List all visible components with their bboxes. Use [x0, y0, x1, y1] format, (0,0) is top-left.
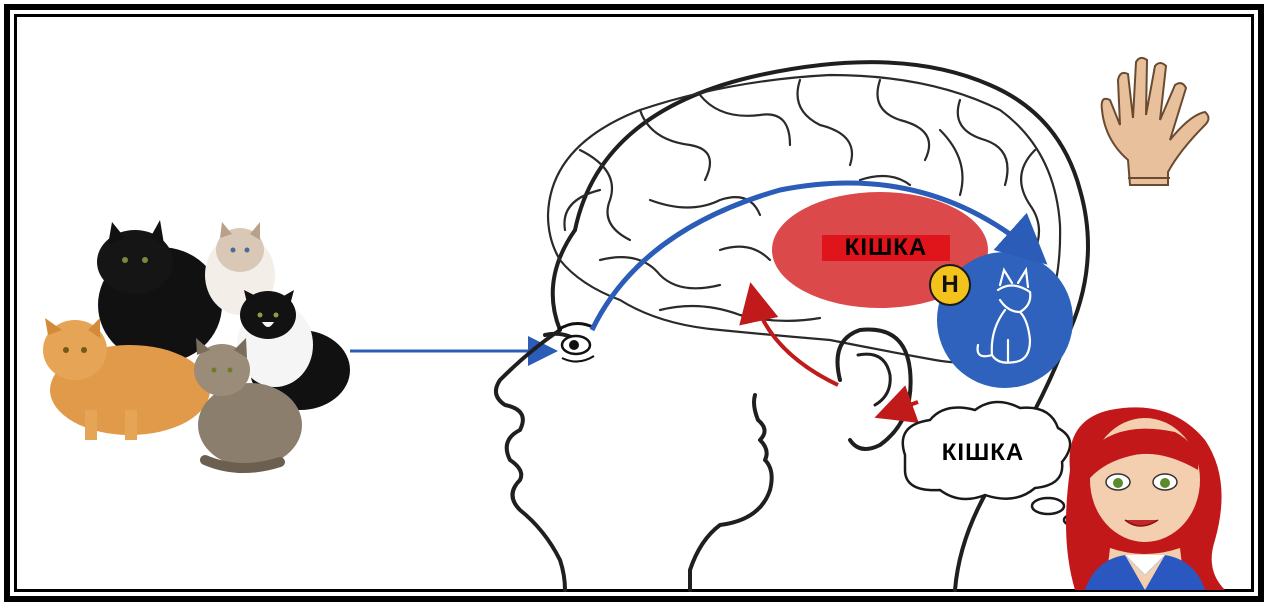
sound-input-arrow	[882, 402, 918, 415]
cats-group	[43, 220, 350, 468]
black-cat-icon	[97, 220, 222, 363]
hand-icon	[1102, 58, 1209, 185]
speech-label: КІШКА	[918, 438, 1048, 468]
concept-label: КІШКА	[822, 235, 950, 261]
woman-speaking	[1066, 407, 1225, 590]
eye-icon	[558, 323, 595, 361]
ear-icon	[838, 330, 911, 450]
h-badge: Н	[929, 264, 971, 306]
